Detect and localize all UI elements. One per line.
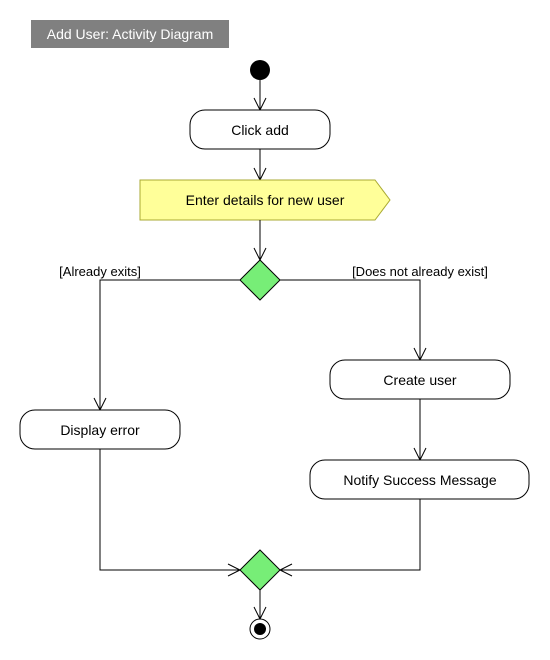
edge-decision-to-display-error	[99, 279, 240, 410]
edge-notify-to-merge	[280, 499, 421, 571]
action-create-user-label: Create user	[383, 372, 456, 388]
action-notify-success: Notify Success Message	[309, 459, 530, 500]
signal-enter-details-label: Enter details for new user	[186, 192, 345, 208]
action-create-user: Create user	[329, 359, 511, 400]
guard-already-exists: [Already exits]	[59, 264, 141, 279]
edge-display-error-to-merge	[99, 449, 240, 571]
edge-decision-to-create-user	[280, 279, 421, 360]
signal-enter-details: Enter details for new user	[139, 179, 391, 221]
decision-node	[239, 259, 281, 301]
action-click-add: Click add	[189, 109, 331, 150]
initial-node	[250, 60, 270, 80]
action-click-add-label: Click add	[231, 122, 289, 138]
diagram-title: Add User: Activity Diagram	[31, 20, 229, 48]
action-display-error: Display error	[19, 409, 181, 450]
final-node	[249, 618, 271, 640]
merge-node	[239, 549, 281, 591]
guard-does-not-exist: [Does not already exist]	[352, 264, 488, 279]
action-notify-success-label: Notify Success Message	[343, 472, 496, 488]
action-display-error-label: Display error	[60, 422, 140, 438]
